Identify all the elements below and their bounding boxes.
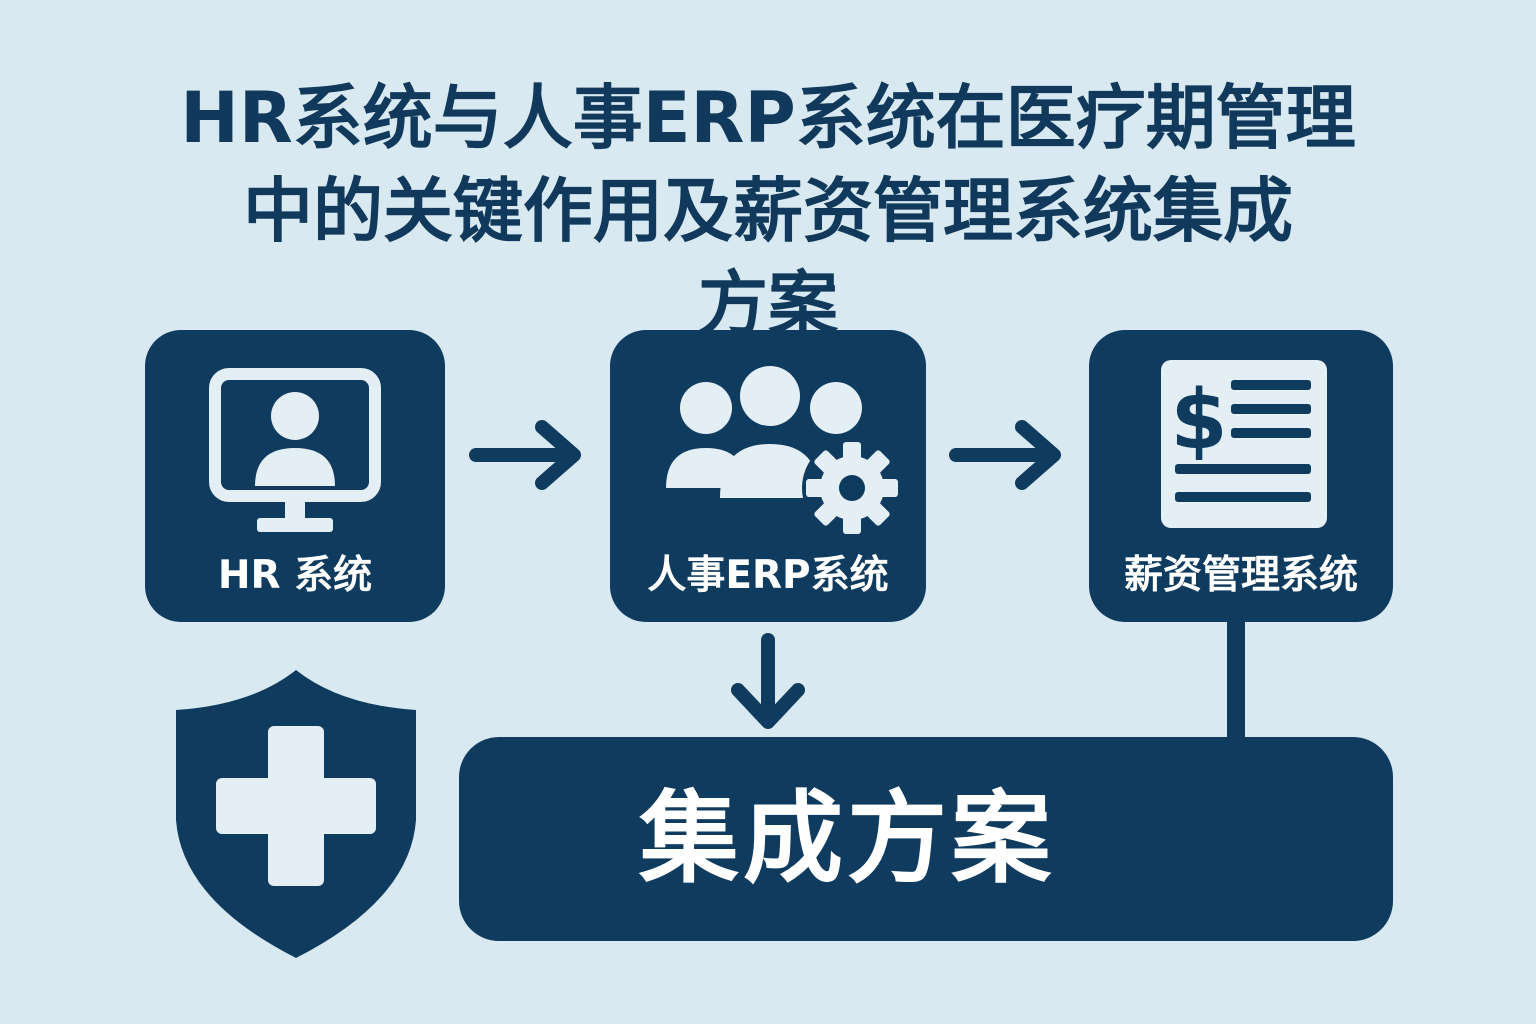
integration-label: 集成方案 <box>639 780 1055 897</box>
page-title: HR系统与人事ERP系统在医疗期管理 中的关键作用及薪资管理系统集成 方案 <box>118 72 1418 351</box>
shield-medical-cross-icon <box>176 670 416 958</box>
payroll-integration-connector <box>1227 618 1245 740</box>
title-line-2: 中的关键作用及薪资管理系统集成 <box>243 170 1293 252</box>
payroll-system-node: $ 薪资管理系统 <box>1089 330 1393 622</box>
dollar-document-icon: $ <box>1161 360 1327 528</box>
users-gear-icon <box>666 366 902 536</box>
hr-erp-node: 人事ERP系统 <box>610 330 926 622</box>
arrow-erp-to-integration <box>731 633 805 729</box>
arrow-hr-to-erp <box>469 420 581 490</box>
svg-text:$: $ <box>1170 373 1227 468</box>
payroll-system-label: 薪资管理系统 <box>1123 553 1358 598</box>
monitor-user-icon <box>209 368 381 532</box>
hr-system-label: HR 系统 <box>217 553 373 598</box>
hr-system-node: HR 系统 <box>145 330 445 622</box>
integration-block: 集成方案 <box>459 737 1393 941</box>
arrow-erp-to-payroll <box>949 420 1061 490</box>
title-line-1: HR系统与人事ERP系统在医疗期管理 <box>180 77 1356 159</box>
hr-erp-label: 人事ERP系统 <box>647 553 889 598</box>
